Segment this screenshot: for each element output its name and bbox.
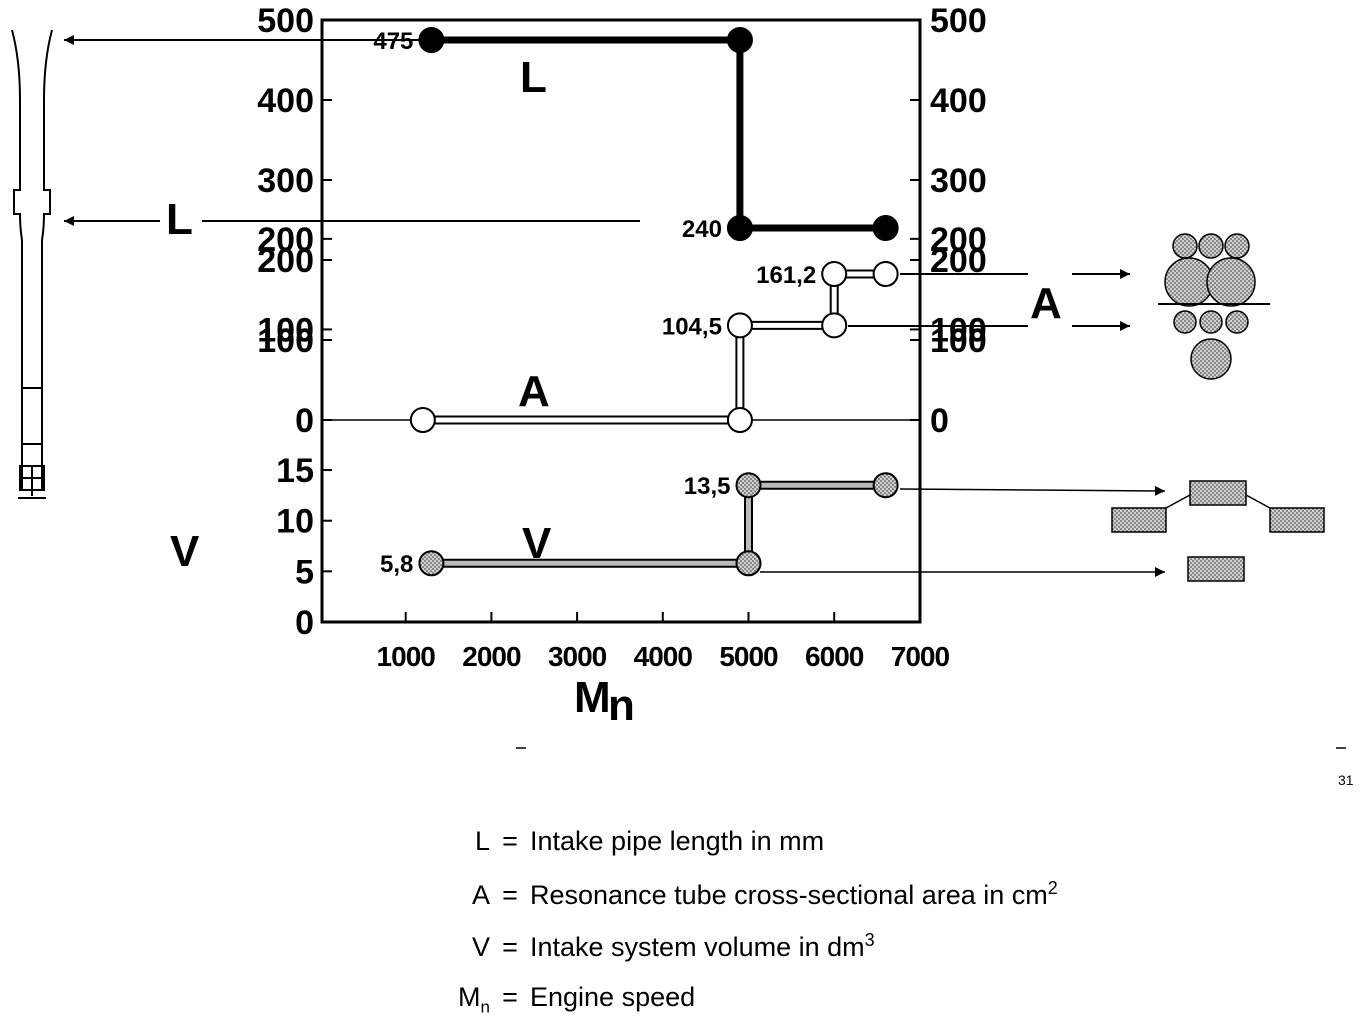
plot-frame: [320, 18, 922, 624]
y-tick-label-left: 200: [257, 242, 314, 280]
x-axis-label: M: [574, 673, 611, 722]
side-label-a: A: [1030, 279, 1062, 328]
point-label-V: 5,8: [380, 551, 413, 578]
series-line-A: [422, 271, 886, 423]
legend-sub: n: [480, 997, 490, 1017]
point-label-L: 240: [682, 216, 722, 243]
series-point-A: [726, 312, 753, 339]
series-point-A: [726, 407, 753, 433]
intake-pipe-icon: [11, 29, 53, 499]
y-tick-label-left: 500: [257, 2, 314, 40]
series-point-L: [726, 27, 753, 53]
side-label-l: L: [166, 195, 193, 244]
y-tick-label-right: 200: [930, 221, 987, 259]
series-line-L: [431, 36, 886, 232]
legend-text: Intake pipe length in mm: [530, 826, 825, 856]
series-point-V: [735, 550, 762, 577]
x-tick-label: 2000: [462, 641, 521, 672]
y-ticks: 5004003002001005004003002001002001000200…: [257, 2, 986, 642]
y-tick-label-left: 10: [276, 503, 314, 541]
legend-symbol: L: [474, 826, 490, 856]
legend-symbol: Mn: [458, 982, 490, 1017]
series-point-V: [872, 472, 899, 499]
y-tick-label-left: 0: [295, 604, 314, 642]
point-label-A: 104,5: [662, 313, 722, 340]
series-point-V: [418, 550, 445, 577]
point-label-A: 161,2: [756, 262, 816, 289]
legend-text: Engine speed: [530, 982, 696, 1012]
x-tick-label: 4000: [634, 641, 693, 672]
legend-row-v: V = Intake system volume in dm3: [440, 930, 875, 963]
y-tick-label-left: 0: [295, 402, 314, 440]
legend-text: Intake system volume in dm: [530, 932, 865, 962]
series-point-A: [409, 407, 436, 433]
legend-text: Resonance tube cross-sectional area in c…: [530, 880, 1048, 910]
series-point-L: [726, 215, 753, 241]
y-tick-label-left: 5: [295, 553, 314, 591]
legend-row-l: L = Intake pipe length in mm: [440, 826, 824, 857]
series-point-A: [872, 261, 899, 288]
y-tick-label-left: 15: [276, 452, 314, 490]
y-tick-label-left: 400: [257, 82, 314, 120]
legend-symbol: V: [471, 932, 490, 962]
point-label-L: 475: [373, 28, 413, 55]
legend-sup: 3: [864, 930, 875, 950]
x-tick-label: 1000: [377, 641, 436, 672]
x-tick-label: 6000: [805, 641, 864, 672]
side-label-v: V: [170, 527, 200, 576]
x-ticks: 1000 2000 3000 4000 5000 6000 7000: [377, 612, 950, 672]
y-tick-label-right: 300: [930, 162, 987, 200]
legend-eq: =: [502, 880, 518, 910]
volume-boxes-icon: [1111, 480, 1325, 582]
y-tick-label-right: 100: [930, 311, 987, 349]
cross-section-circles-icon: [1158, 233, 1270, 380]
series-line-V: [431, 482, 886, 566]
series-point-A: [821, 261, 848, 288]
y-tick-label-right: 100: [930, 322, 987, 360]
legend-symbol: A: [471, 880, 490, 910]
legend-row-mn: Mn = Engine speed: [440, 982, 695, 1017]
series-group: 475 240 L 104,5 161,2A 5,8 13,5V: [373, 27, 899, 578]
legend-row-a: A = Resonance tube cross-sectional area in…: [440, 878, 1058, 911]
x-tick-label: 5000: [719, 641, 778, 672]
series-line-outline-V: [431, 480, 886, 568]
series-label-L: L: [520, 53, 547, 102]
stray-mark: 31: [1338, 772, 1354, 788]
series-point-L: [872, 215, 899, 241]
series-label-A: A: [518, 367, 550, 416]
y-tick-label-right: 500: [930, 2, 987, 40]
point-label-V: 13,5: [684, 473, 731, 500]
y-tick-label-left: 100: [257, 322, 314, 360]
x-tick-label: 7000: [891, 641, 950, 672]
legend-eq: =: [502, 826, 518, 856]
y-tick-label-right: 400: [930, 82, 987, 120]
series-point-A: [821, 312, 848, 339]
legend-sup: 2: [1047, 878, 1058, 898]
y-tick-label-right: 0: [930, 402, 949, 440]
legend-eq: =: [502, 932, 518, 962]
y-tick-label-left: 200: [257, 221, 314, 259]
x-axis-label-sub: n: [608, 681, 635, 730]
y-tick-label-left: 300: [257, 162, 314, 200]
y-tick-label-left: 100: [257, 311, 314, 349]
series-point-V: [735, 472, 762, 499]
legend-eq: =: [502, 982, 518, 1012]
series-line-outline-A: [422, 269, 886, 425]
x-tick-label: 3000: [548, 641, 607, 672]
series-label-V: V: [522, 519, 552, 568]
v-arrow-top: [899, 485, 1166, 496]
